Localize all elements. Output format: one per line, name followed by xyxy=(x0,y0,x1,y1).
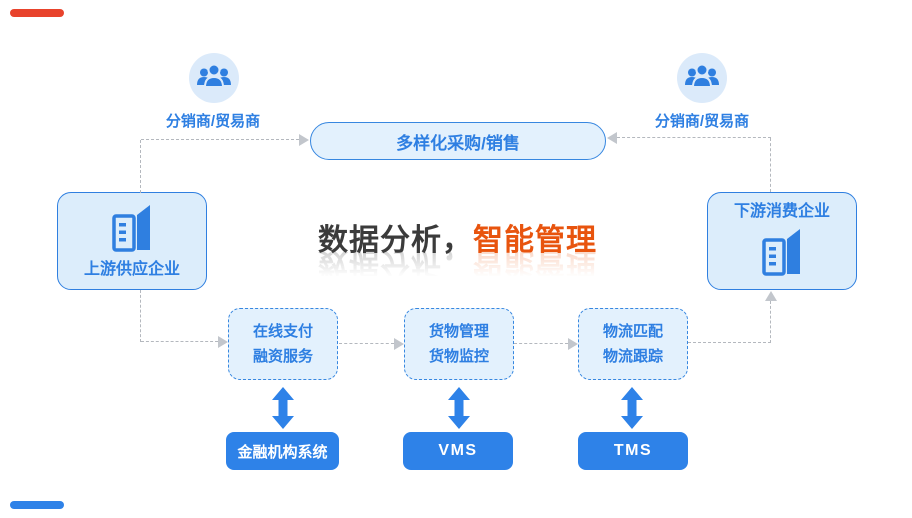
headline-accent-text: 智能管理 xyxy=(473,224,597,257)
connector-consumer-up xyxy=(770,138,771,192)
connector-up-to-consumer xyxy=(770,301,771,343)
double-arrow-icon xyxy=(448,387,470,429)
distributor-right-avatar xyxy=(677,53,727,103)
downstream-consumer-box: 下游消费企业 xyxy=(707,192,857,290)
online-payment-financing-box: 在线支付 融资服务 xyxy=(228,308,338,380)
vms-button: VMS xyxy=(403,432,513,470)
double-arrow-icon xyxy=(621,387,643,429)
upstream-supplier-box: 上游供应企业 xyxy=(57,192,207,290)
headline-reflection: 数据分析，智能管理 xyxy=(318,246,597,279)
connector-to-topbox-left xyxy=(141,139,299,140)
bottom-left-accent-bar xyxy=(10,501,64,509)
arrowhead-right-icon xyxy=(394,338,404,350)
diversified-purchase-sales-box: 多样化采购/销售 xyxy=(310,122,606,160)
headline-dark-text: 数据分析， xyxy=(318,224,473,257)
distributor-left-avatar xyxy=(189,53,239,103)
arrowhead-up-icon xyxy=(765,291,777,301)
tms-button: TMS xyxy=(578,432,688,470)
connector-process3-right xyxy=(688,342,771,343)
double-arrow-icon xyxy=(272,387,294,429)
downstream-consumer-label: 下游消费企业 xyxy=(733,203,830,220)
financial-institution-system-button: 金融机构系统 xyxy=(226,432,339,470)
arrowhead-right-icon xyxy=(299,134,309,146)
top-left-accent-bar xyxy=(10,9,64,17)
buildings-icon xyxy=(109,202,155,254)
connector-process1-2 xyxy=(339,343,394,344)
cargo-management-monitoring-box: 货物管理 货物监控 xyxy=(404,308,514,380)
connector-to-topbox-right xyxy=(617,137,771,138)
connector-process2-3 xyxy=(514,343,568,344)
headline: 数据分析，智能管理 xyxy=(318,215,618,257)
distributor-right-label: 分销商/贸易商 xyxy=(654,113,750,130)
distributor-left-label: 分销商/贸易商 xyxy=(165,113,261,130)
connector-supplier-down xyxy=(140,290,141,342)
logistics-matching-tracking-box: 物流匹配 物流跟踪 xyxy=(578,308,688,380)
arrowhead-left-icon xyxy=(607,132,617,144)
arrowhead-right-icon xyxy=(568,338,578,350)
people-group-icon xyxy=(196,63,232,94)
connector-to-process1 xyxy=(141,341,218,342)
upstream-supplier-label: 上游供应企业 xyxy=(83,261,180,278)
people-group-icon xyxy=(684,63,720,94)
arrowhead-right-icon xyxy=(218,336,228,348)
buildings-icon xyxy=(759,226,805,278)
connector-supplier-up xyxy=(140,140,141,193)
